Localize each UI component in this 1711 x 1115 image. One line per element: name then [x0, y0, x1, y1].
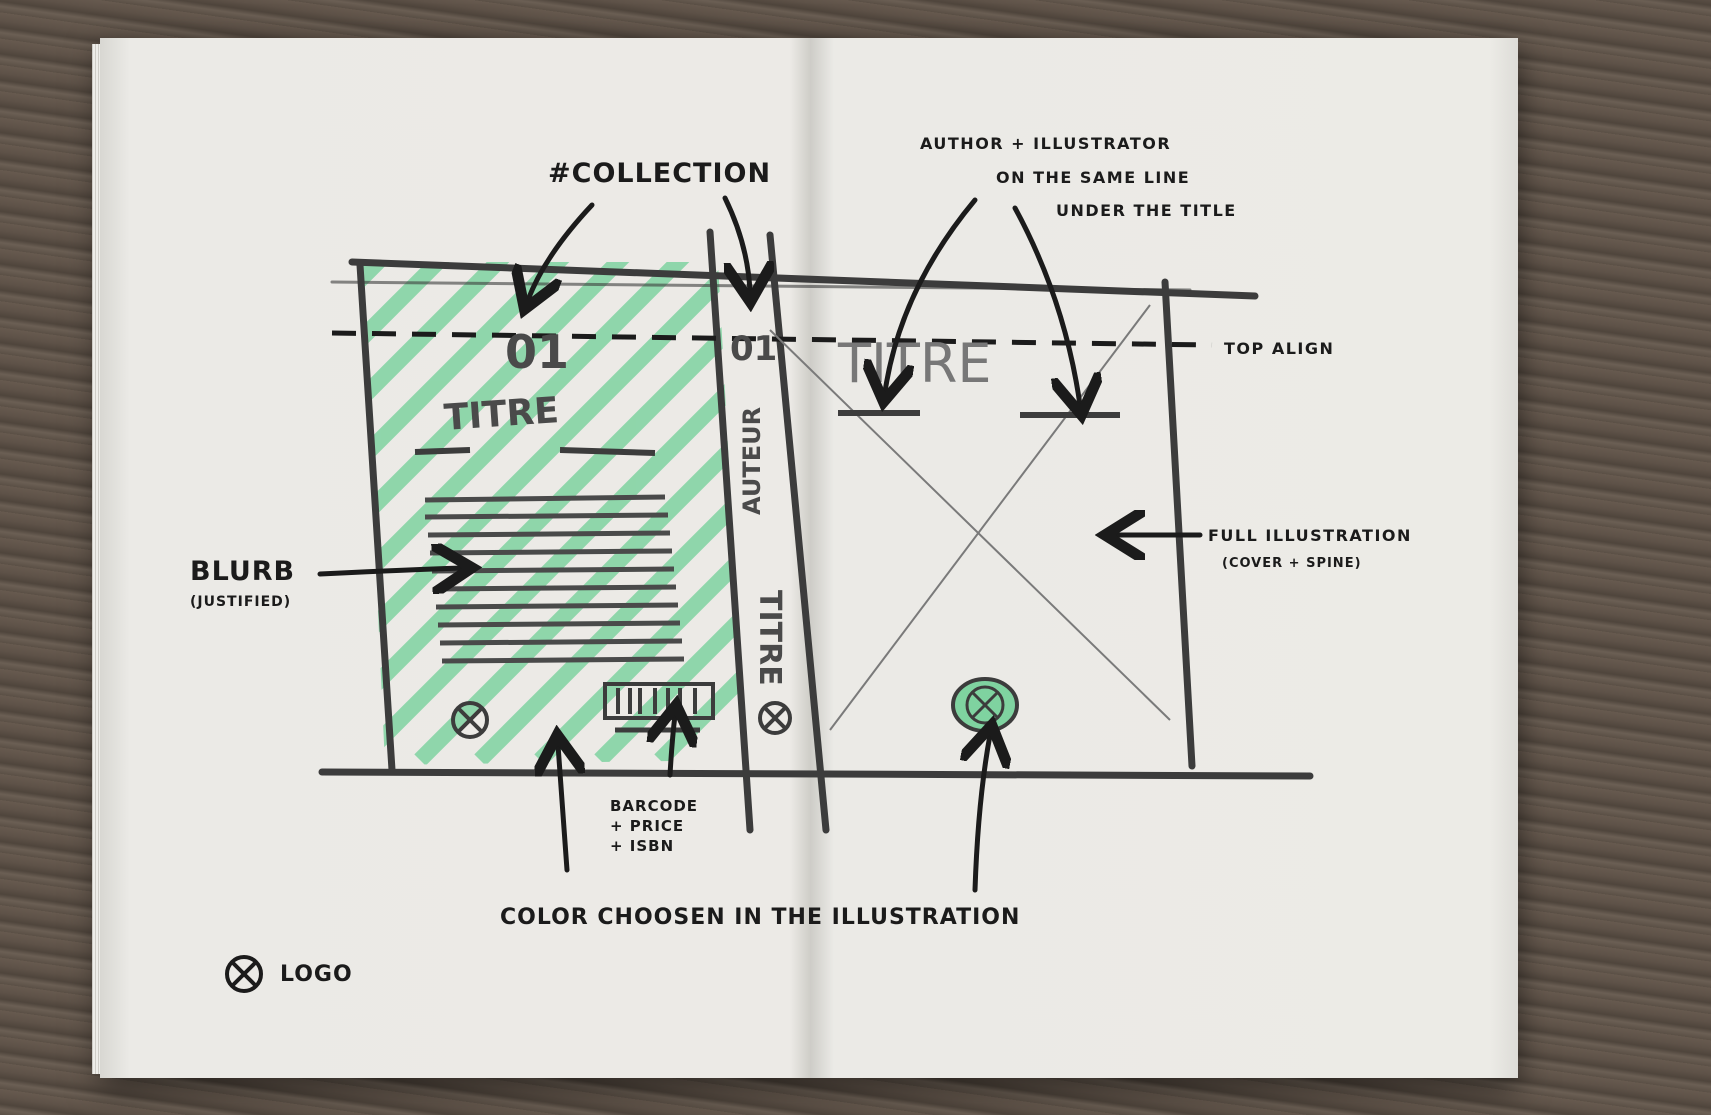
arrow-color-front [975, 735, 990, 893]
blurb-label: BLURB [190, 556, 296, 587]
front-logo-icon [951, 677, 1019, 733]
spine-author: AUTEUR [738, 407, 766, 515]
page-edges [92, 44, 102, 1074]
author-illustrator-line-1: AUTHOR + ILLUSTRATOR [920, 134, 1172, 153]
annotation-arrows [317, 195, 1203, 893]
author-illustrator-line-2: ON THE SAME LINE [996, 168, 1191, 187]
arrow-barcode [670, 715, 675, 778]
arrow-color-back [558, 745, 567, 873]
collection-label: #COLLECTION [548, 158, 772, 189]
spine-logo-icon [758, 701, 792, 735]
back-title: TITRE [443, 390, 560, 439]
arrow-author [885, 197, 978, 392]
blurb-note: (JUSTIFIED) [190, 594, 292, 610]
arrow-collection-spine [722, 195, 750, 292]
spine-number: 01 [730, 329, 777, 369]
logo-icon [222, 952, 266, 996]
front-title: TITRE [837, 332, 992, 395]
front-cover-sketch: TITRE [769, 304, 1171, 733]
arrow-illustrator [1012, 205, 1080, 405]
barcode-line-1: BARCODE [610, 797, 699, 815]
logo-label: LOGO [280, 962, 353, 987]
notebook [92, 38, 1518, 1078]
back-logo-icon [451, 701, 489, 739]
full-illustration-note: (COVER + SPINE) [1222, 556, 1362, 571]
arrow-blurb [317, 568, 462, 574]
barcode-line-2: + PRICE [610, 817, 685, 835]
barcode-line-3: + ISBN [610, 837, 675, 855]
full-illustration-label: FULL ILLUSTRATION [1208, 526, 1412, 545]
right-page [810, 38, 1518, 1078]
author-illustrator-line-3: UNDER THE TITLE [1056, 201, 1237, 220]
spine-title: TITRE [752, 590, 787, 686]
back-number: 01 [505, 325, 569, 379]
color-label: COLOR CHOOSEN IN THE ILLUSTRATION [500, 905, 1021, 930]
spine-sketch: 01 AUTEUR TITRE [730, 329, 792, 735]
cover-outline [318, 228, 1314, 834]
arrow-collection-back [528, 202, 595, 300]
top-align-label: TOP ALIGN [1224, 339, 1335, 358]
